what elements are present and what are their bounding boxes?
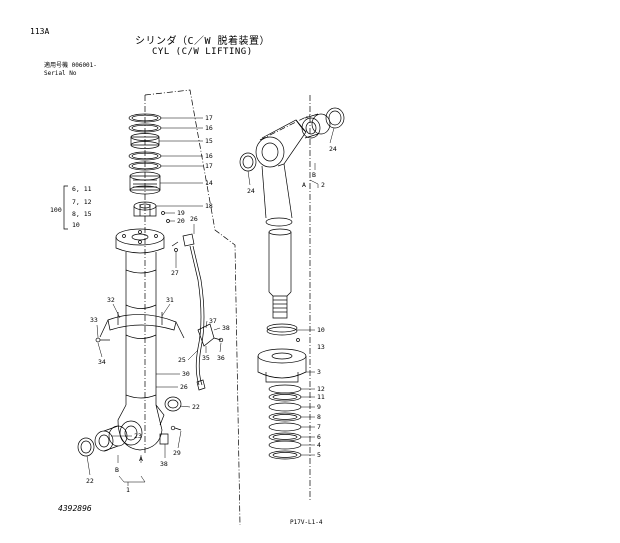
callout-38: 38 bbox=[222, 324, 230, 332]
piston-rod bbox=[268, 228, 292, 319]
page-reference: P17V-L1-4 bbox=[290, 519, 323, 526]
seal-24-right bbox=[325, 107, 345, 129]
clamp-band bbox=[99, 312, 185, 339]
callout-A: A bbox=[139, 455, 143, 463]
callout-8: 8 bbox=[317, 413, 321, 421]
callout-7: 7 bbox=[317, 423, 321, 431]
callout-6: 6 bbox=[317, 433, 321, 441]
callout-13: 13 bbox=[317, 343, 325, 351]
piston-seal-stack bbox=[268, 384, 302, 460]
callout-12: 12 bbox=[317, 385, 325, 393]
group-100-labels: 100 6, 11 7, 12 8, 15 10 bbox=[50, 185, 92, 229]
small-bolt-29 bbox=[170, 425, 182, 431]
callout-20: 20 bbox=[177, 217, 185, 225]
callout-27: 27 bbox=[171, 269, 179, 277]
callout-23: 23 bbox=[134, 432, 142, 440]
callout-22: 22 bbox=[192, 403, 200, 411]
callout-numbers: 17 16 15 16 17 14 18 19 20 26 27 32 31 3… bbox=[86, 114, 337, 494]
cylinder-bottom-eye bbox=[117, 404, 165, 451]
callout-36: 36 bbox=[217, 354, 225, 362]
callout-22: 22 bbox=[86, 477, 94, 485]
callout-24: 24 bbox=[247, 187, 255, 195]
callout-2: 2 bbox=[321, 181, 325, 189]
group-item-2: 7, 12 bbox=[72, 198, 92, 206]
callout-17: 17 bbox=[205, 114, 213, 122]
callout-35: 35 bbox=[202, 354, 210, 362]
pin-13 bbox=[296, 338, 300, 342]
callout-4: 4 bbox=[317, 441, 321, 449]
page-code-label: 113A bbox=[30, 27, 50, 36]
callout-B: B bbox=[115, 466, 119, 474]
bushing-23 bbox=[94, 425, 128, 452]
callout-31: 31 bbox=[166, 296, 174, 304]
assembly-centerlines bbox=[144, 89, 311, 526]
callout-30: 30 bbox=[182, 370, 190, 378]
callout-18: 18 bbox=[205, 202, 213, 210]
callout-34: 34 bbox=[98, 358, 106, 366]
callout-B: B bbox=[312, 171, 316, 179]
drawing-id: 4392896 bbox=[58, 504, 92, 513]
callout-10: 10 bbox=[317, 326, 325, 334]
cylinder-head bbox=[115, 228, 165, 254]
callout-16: 16 bbox=[205, 124, 213, 132]
callout-1: 1 bbox=[126, 486, 130, 494]
group-item-4: 10 bbox=[72, 221, 80, 229]
callout-38: 38 bbox=[160, 460, 168, 468]
bolt-33 bbox=[95, 337, 110, 343]
bushing-24-top bbox=[301, 113, 331, 139]
group-ref-100: 100 bbox=[50, 206, 62, 214]
callout-26: 26 bbox=[190, 215, 198, 223]
callout-24: 24 bbox=[329, 145, 337, 153]
callout-16: 16 bbox=[205, 152, 213, 160]
callout-19: 19 bbox=[177, 209, 185, 217]
dust-seal-22-lower bbox=[77, 437, 95, 457]
callout-25: 25 bbox=[178, 356, 186, 364]
callout-17: 17 bbox=[205, 162, 213, 170]
wear-ring-10 bbox=[266, 323, 298, 336]
callout-9: 9 bbox=[317, 403, 321, 411]
callout-A: A bbox=[302, 181, 306, 189]
callout-32: 32 bbox=[107, 296, 115, 304]
group-item-1: 6, 11 bbox=[72, 185, 92, 193]
callout-33: 33 bbox=[90, 316, 98, 324]
piston-3 bbox=[257, 348, 307, 383]
title-japanese: シリンダ（C／W 脱着装置） bbox=[135, 36, 271, 47]
title-english: CYL (C/W LIFTING) bbox=[152, 47, 253, 57]
serial-label-jp: 適用号機 006001- bbox=[44, 62, 97, 69]
callout-14: 14 bbox=[205, 179, 213, 187]
hydraulic-hose bbox=[171, 233, 206, 391]
callout-15: 15 bbox=[205, 137, 213, 145]
callout-5: 5 bbox=[317, 451, 321, 459]
plate-38 bbox=[159, 433, 169, 445]
callout-3: 3 bbox=[317, 368, 321, 376]
callout-29: 29 bbox=[173, 449, 181, 457]
callout-37: 37 bbox=[209, 317, 217, 325]
bracket-35 bbox=[197, 323, 224, 347]
group-bracket-line bbox=[63, 185, 68, 230]
callout-11: 11 bbox=[317, 393, 325, 401]
rod-eye bbox=[255, 119, 307, 227]
serial-label-en: Serial No bbox=[44, 70, 77, 77]
seal-24-left bbox=[239, 152, 257, 172]
cylinder-tube bbox=[125, 252, 157, 405]
dust-seal-22-mid bbox=[164, 396, 182, 412]
callout-26: 26 bbox=[180, 383, 188, 391]
group-item-3: 8, 15 bbox=[72, 210, 92, 218]
leader-lines bbox=[86, 117, 335, 486]
